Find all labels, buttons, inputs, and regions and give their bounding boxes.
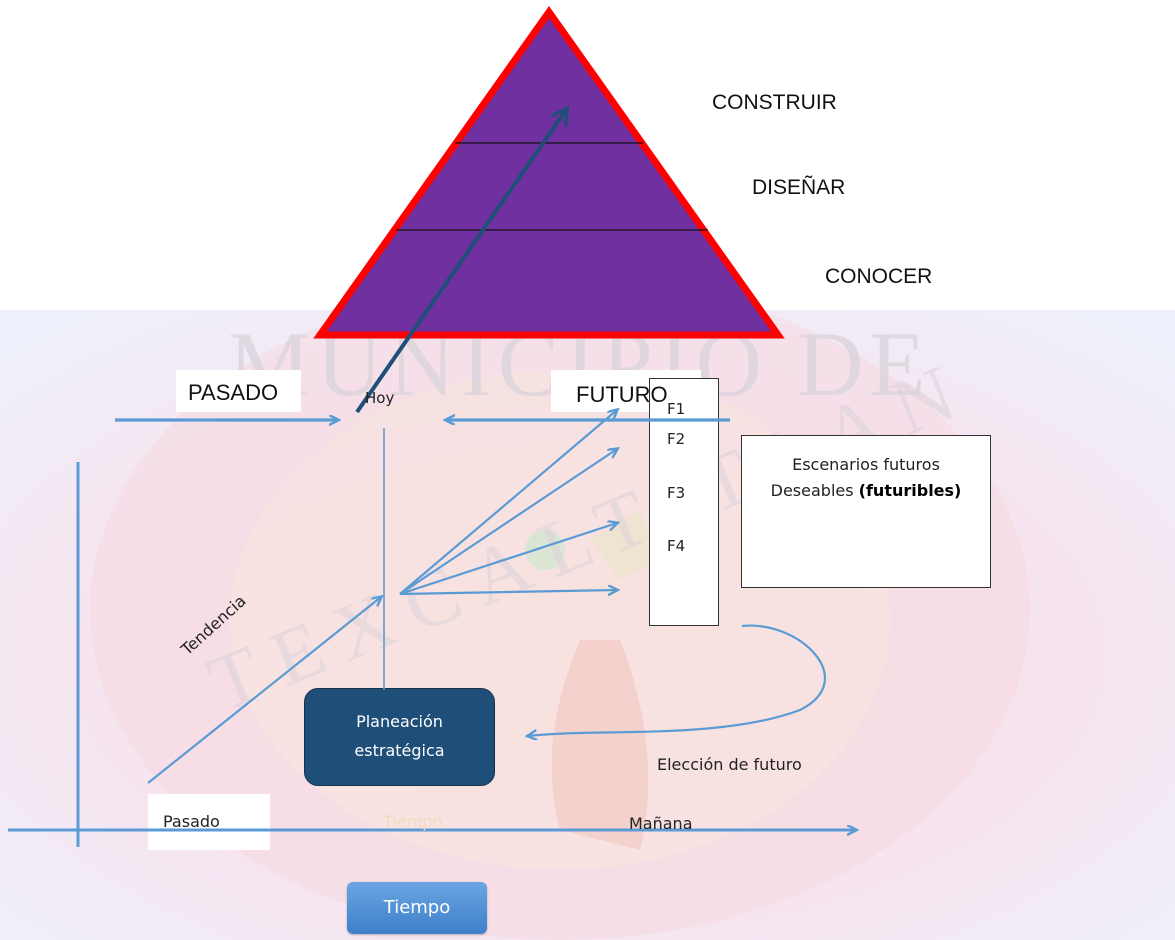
scenarios-line2-prefix: Deseables [770,481,859,500]
f3-label: F3 [667,484,685,502]
f2-label: F2 [667,430,685,448]
planning-box: Planeación estratégica [304,688,495,786]
eleccion-curve-arrow [528,624,826,736]
scenarios-line2-bold: (futuribles) [858,481,962,500]
scenarios-box: Escenarios futuros Deseables (futuribles… [741,435,991,588]
fan-arrow-f1 [399,410,617,595]
f4-label: F4 [667,537,685,555]
tiempo-faded-label: Tiempo [382,812,442,831]
level-disenar: DISEÑAR [752,175,845,199]
f1-label: F1 [667,400,685,418]
pasado-small-box [148,794,270,850]
planning-line1: Planeación [356,712,443,731]
level-construir: CONSTRUIR [712,91,837,114]
hoy-label: Hoy [365,389,394,407]
pyramid-arrow [355,110,566,414]
level-conocer: CONOCER [825,265,932,288]
futuro-label: FUTURO [576,382,668,407]
planning-line2: estratégica [354,741,445,760]
pasado-label: PASADO [188,380,278,405]
eleccion-label: Elección de futuro [657,755,802,774]
pasado-small-label: Pasado [163,812,220,831]
tendencia-arrow [147,597,381,784]
fan-arrow-f4 [399,590,617,594]
manana-label: Mañana [629,814,693,833]
scenarios-line2: Deseables (futuribles) [742,478,990,504]
fan-arrow-f2 [399,449,617,595]
tiempo-button[interactable]: Tiempo [347,882,487,934]
fan-arrow-f3 [399,523,617,596]
pyramid [313,5,785,339]
pasado-label-box [176,370,301,412]
scenarios-line1: Escenarios futuros [792,455,940,474]
